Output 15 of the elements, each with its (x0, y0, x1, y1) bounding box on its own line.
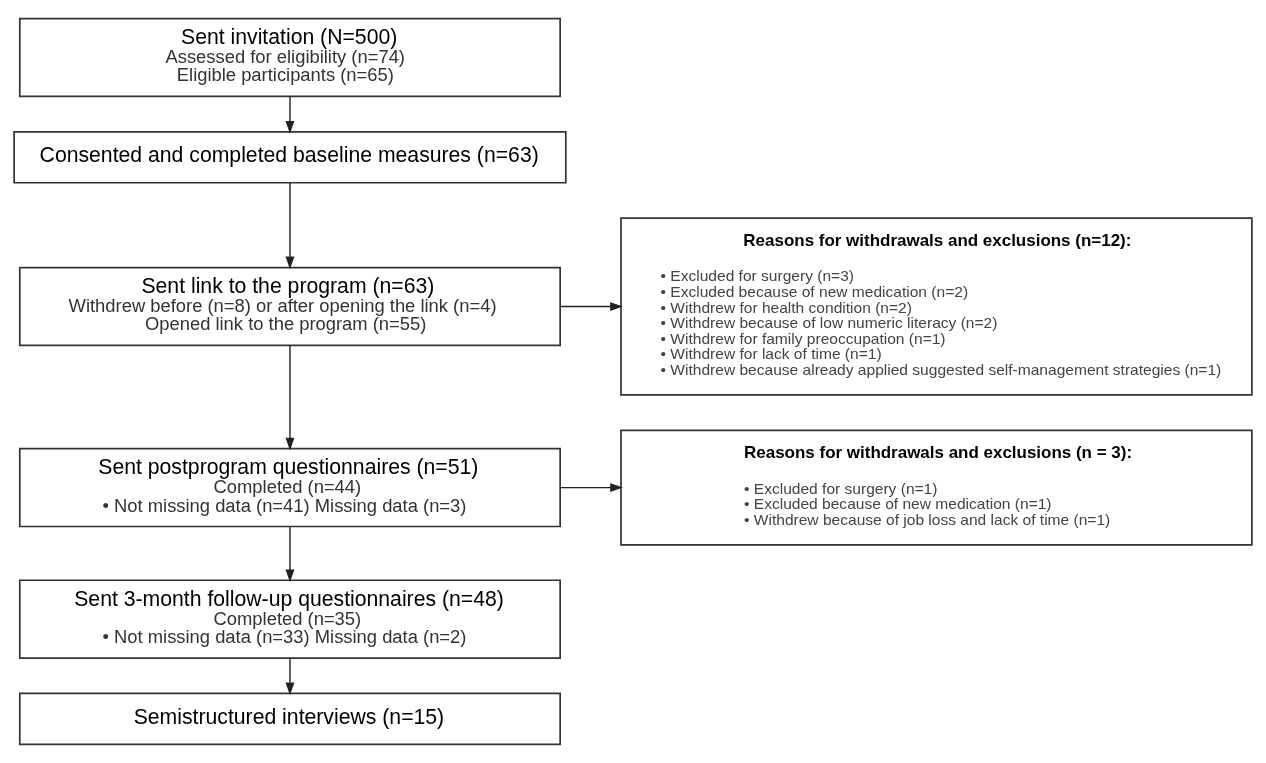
node-box: Sent invitation (N=500) Assessed for eligibility (n=74) Eligible participants (n=65) (18, 17, 561, 98)
arrow (285, 526, 295, 583)
node-box: Sent link to the program (n=63) Withdrew before (n=8) or after opening the link (n=4) Opened link to the program (n=55) (18, 266, 561, 347)
arrow (285, 96, 295, 134)
arrow (285, 345, 295, 451)
node-box: Sent 3-month follow-up questionnaires (n=48) Completed (n=35) • Not missing data (n=33) Missing data (n=2) (18, 579, 561, 659)
node-box: Semistructured interviews (n=15) (18, 692, 561, 746)
arrow (559, 483, 623, 493)
node-box: Sent postprogram questionnaires (n=51) Completed (n=44) • Not missing data (n=41) Missing data (n=3) (18, 447, 561, 528)
node-box: Reasons for withdrawals and exclusions (n = 3): • Excluded for surgery (n=1) • Excluded because of new medication (n=1) • Withdrew because of job loss and lack of time (n=1) (620, 429, 1253, 546)
node-box: Reasons for withdrawals and exclusions (n=12): • Excluded for surgery (n=3) • Excluded because of new medication (n=2) • Withdrew for health condition (n=2) • Withdrew because of low numeric literacy (n=2) • Withdrew for family preoccupation (n=1) • Withdrew for lack of time (n=1) • Withdrew because already applied suggested self-management strategies (n=1) (620, 217, 1253, 396)
arrow (285, 657, 295, 696)
arrow (559, 302, 623, 311)
node-box: Consented and completed baseline measures (n=63) (13, 131, 567, 184)
arrow (285, 182, 295, 270)
